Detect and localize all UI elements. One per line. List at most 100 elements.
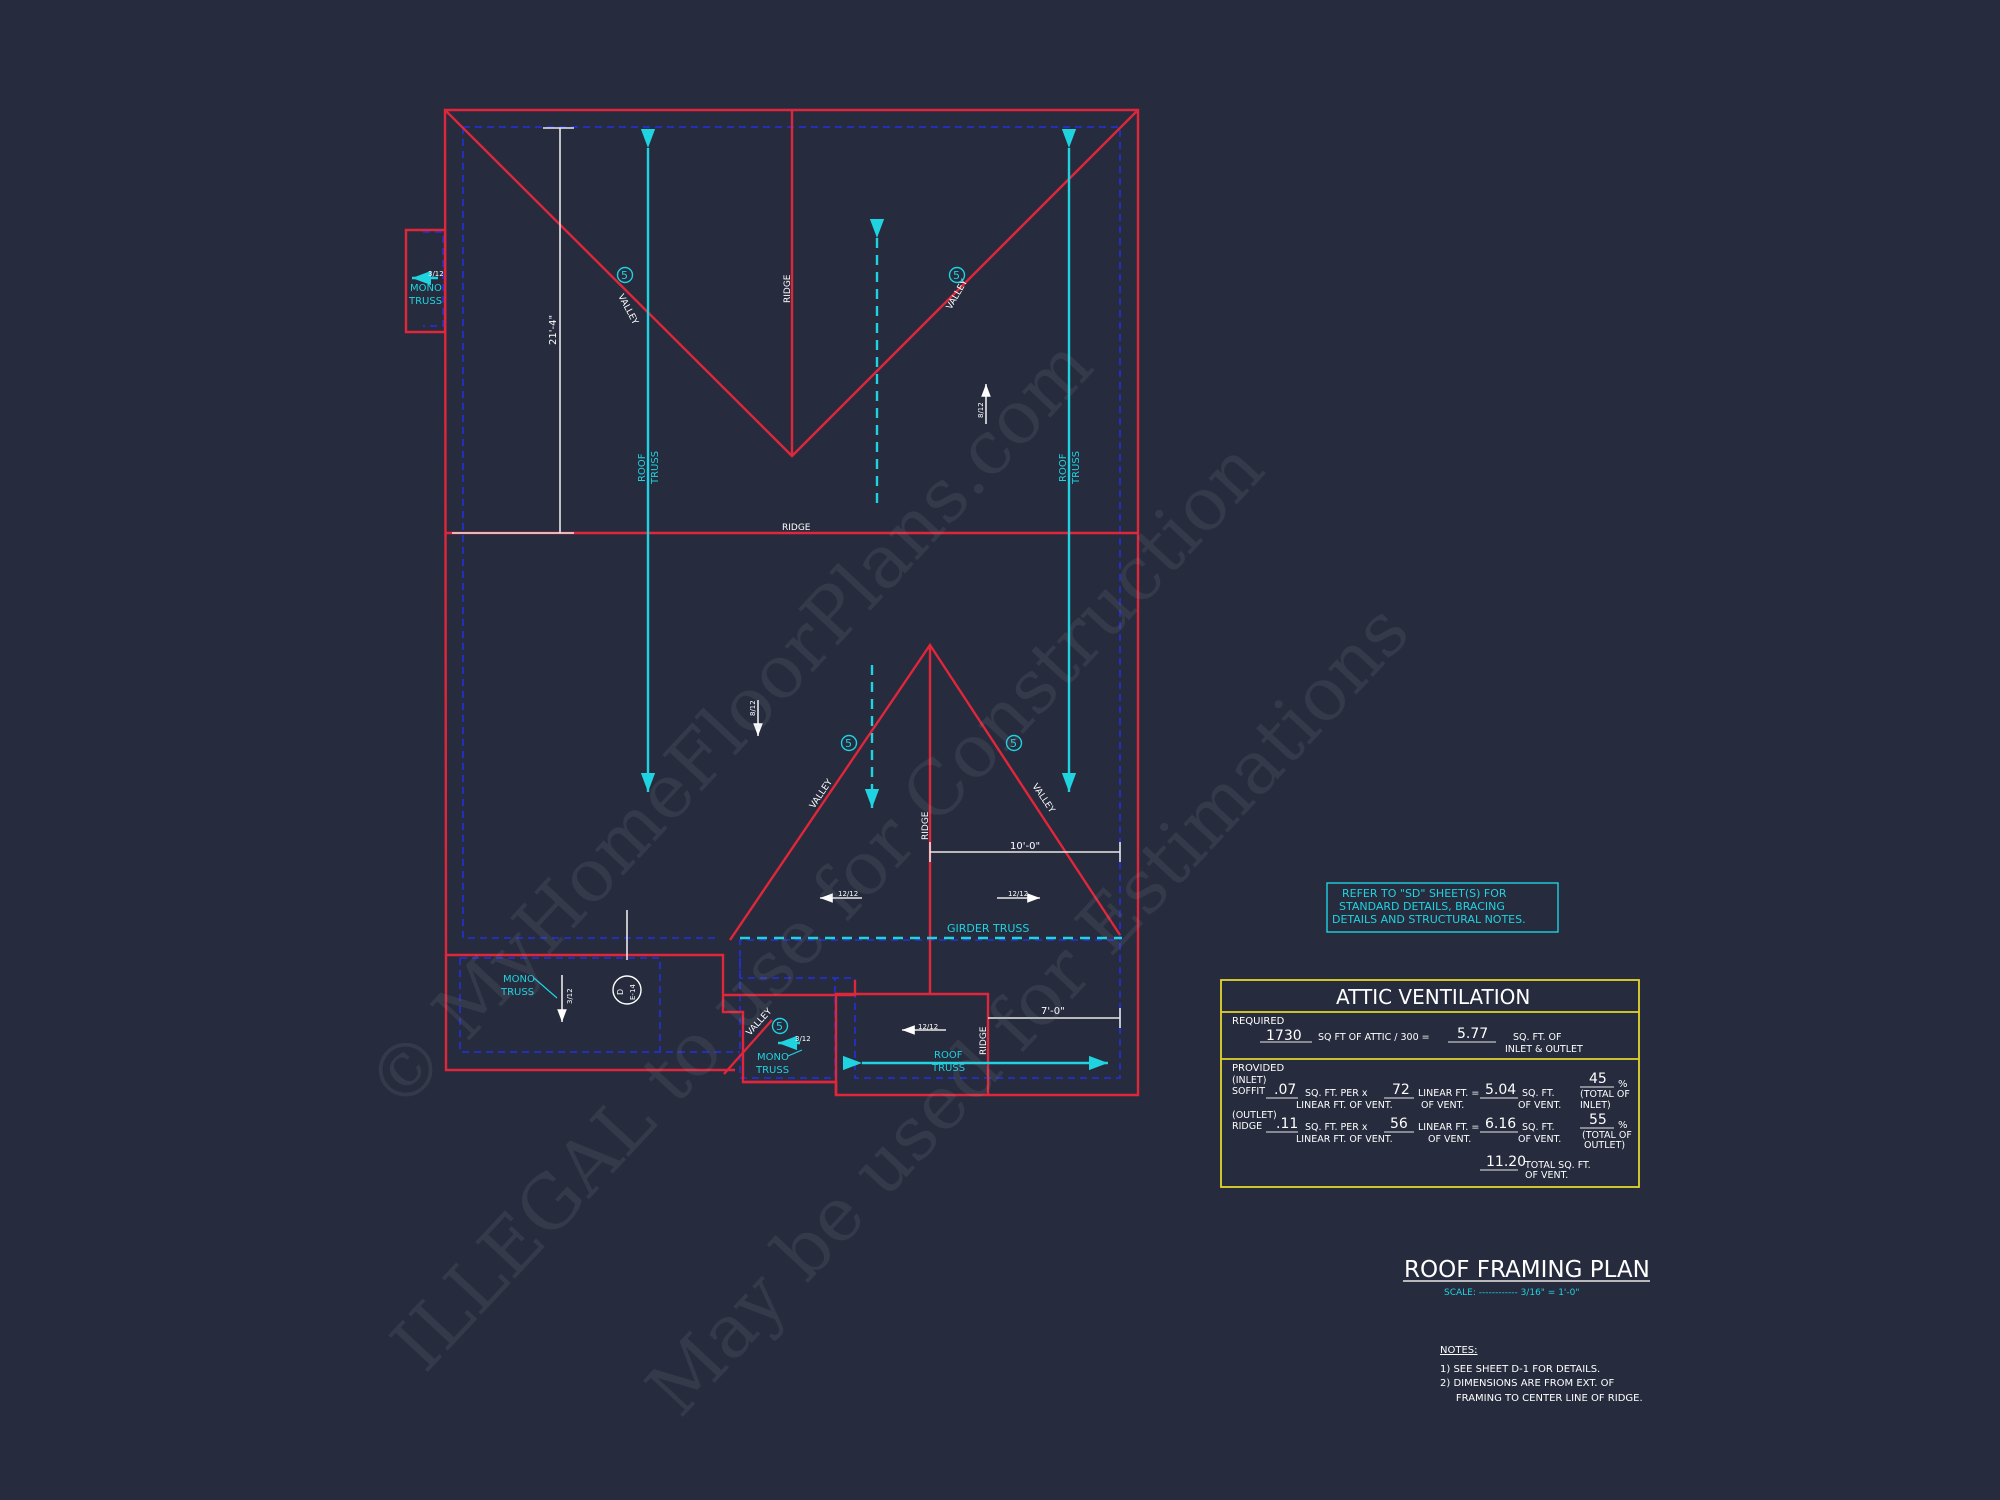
mono-truss-label: MONO — [757, 1052, 789, 1063]
roof-truss-label: ROOF — [637, 453, 648, 482]
section-sheet: E-14 — [629, 984, 637, 1000]
outlet-lf-text: LINEAR FT. = — [1418, 1122, 1479, 1133]
pitch-label: 8/12 — [749, 700, 757, 716]
detail-circle-marker — [1005, 734, 1023, 752]
outlet-percent-sign: % — [1618, 1120, 1628, 1131]
provided-label: PROVIDED — [1232, 1063, 1284, 1074]
ridge-label: RIDGE — [783, 274, 793, 303]
note-item: 2) DIMENSIONS ARE FROM EXT. OF — [1440, 1378, 1615, 1389]
notes-block: NOTES: 1) SEE SHEET D-1 FOR DETAILS. 2) … — [1440, 1345, 1643, 1404]
note-item: 1) SEE SHEET D-1 FOR DETAILS. — [1440, 1364, 1600, 1375]
required-unit: INLET & OUTLET — [1505, 1044, 1583, 1055]
valley-label: VALLEY — [615, 293, 640, 327]
drawing-scale: SCALE: ------------ 3/16" = 1'-0" — [1444, 1288, 1580, 1298]
pitch-label: 12/12 — [1008, 890, 1028, 898]
outlet-percent-text: OUTLET) — [1584, 1140, 1625, 1151]
inlet-label: SOFFIT — [1232, 1086, 1265, 1097]
attic-sqft-value: 1730 — [1266, 1028, 1302, 1044]
inlet-result-text: OF VENT. — [1518, 1100, 1561, 1111]
ridge-label: RIDGE — [782, 523, 811, 533]
truss-direction-arrows — [412, 128, 1122, 1071]
roof-truss-label: ROOF — [934, 1050, 963, 1061]
refer-note-box: REFER TO "SD" SHEET(S) FOR STANDARD DETA… — [1326, 882, 1559, 933]
inlet-per-text: LINEAR FT. OF VENT. — [1296, 1100, 1393, 1111]
outlet-lf-value: 56 — [1390, 1116, 1408, 1132]
inlet-result-text: SQ. FT. — [1522, 1088, 1555, 1099]
total-text: TOTAL SQ. FT. — [1524, 1160, 1591, 1171]
valley-label: VALLEY — [1030, 782, 1057, 815]
ridge-label: RIDGE — [979, 1026, 989, 1055]
attic-ventilation-table: ATTIC VENTILATION REQUIRED 1730 SQ FT OF… — [1220, 979, 1640, 1188]
outlet-percent-text: (TOTAL OF — [1582, 1130, 1632, 1141]
detail-number: 5 — [1010, 737, 1017, 750]
total-value: 11.20 — [1486, 1154, 1526, 1170]
roof-truss-label: ROOF — [1058, 453, 1069, 482]
roof-outline — [404, 108, 1140, 1097]
attic-ventilation-title: ATTIC VENTILATION — [1336, 985, 1530, 1009]
detail-number: 5 — [621, 269, 628, 282]
detail-number: 5 — [845, 737, 852, 750]
note-line: STANDARD DETAILS, BRACING — [1339, 900, 1505, 913]
detail-markers: 5 5 5 5 5 — [616, 266, 1023, 1035]
title-block: ROOF FRAMING PLAN SCALE: ------------ 3/… — [1403, 1257, 1650, 1298]
inlet-percent-text: (TOTAL OF — [1580, 1089, 1630, 1100]
note-item: FRAMING TO CENTER LINE OF RIDGE. — [1440, 1393, 1643, 1404]
dimension-21-4: 21'-4" — [548, 315, 559, 345]
required-label: REQUIRED — [1232, 1016, 1285, 1027]
note-line: REFER TO "SD" SHEET(S) FOR — [1342, 887, 1507, 900]
detail-number: 5 — [953, 269, 960, 282]
detail-circle-marker — [616, 266, 634, 284]
girder-truss-label: GIRDER TRUSS — [947, 922, 1029, 935]
left-bump-out — [404, 228, 447, 334]
inlet-percent: 45 — [1589, 1071, 1607, 1087]
notes-heading: NOTES: — [1440, 1345, 1478, 1356]
watermark: © MyHomeFloorPlans.com ILLEGAL to use fo… — [350, 322, 1426, 1432]
inlet-percent-sign: % — [1618, 1079, 1628, 1090]
outlet-per-value: .11 — [1276, 1116, 1298, 1132]
mono-truss-label: MONO — [503, 974, 535, 985]
pitch-label: 3/12 — [795, 1035, 811, 1043]
drawing-title: ROOF FRAMING PLAN — [1404, 1257, 1650, 1283]
outlet-label: RIDGE — [1232, 1121, 1262, 1132]
outlet-result-text: SQ. FT. — [1522, 1122, 1555, 1133]
dimension-10-0: 10'-0" — [1010, 841, 1040, 852]
mono-truss-label: TRUSS — [408, 296, 442, 307]
note-line: DETAILS AND STRUCTURAL NOTES. — [1332, 913, 1526, 926]
outlet-per-text: SQ. FT. PER x — [1305, 1122, 1368, 1133]
mono-truss-label: MONO — [410, 283, 442, 294]
inlet-lf-text: OF VENT. — [1421, 1100, 1464, 1111]
total-text: OF VENT. — [1525, 1170, 1568, 1181]
inlet-lf-text: LINEAR FT. = — [1418, 1088, 1479, 1099]
inlet-per-text: SQ. FT. PER x — [1305, 1088, 1368, 1099]
truss-labels: ROOF TRUSS ROOF TRUSS ROOF TRUSS MONO TR… — [408, 283, 1082, 1076]
outlet-per-text: LINEAR FT. OF VENT. — [1296, 1134, 1393, 1145]
inlet-percent-text: INLET) — [1580, 1100, 1611, 1111]
inlet-result: 5.04 — [1485, 1082, 1516, 1098]
mono-truss-label: TRUSS — [500, 987, 534, 998]
inlet-lf-value: 72 — [1392, 1082, 1410, 1098]
detail-circle-marker — [771, 1017, 789, 1035]
outlet-result-text: OF VENT. — [1518, 1134, 1561, 1145]
dimension-7-0: 7'-0" — [1041, 1006, 1065, 1017]
required-result: 5.77 — [1457, 1026, 1488, 1042]
pitch-label: 3/12 — [428, 270, 444, 278]
required-unit: SQ. FT. OF — [1513, 1032, 1562, 1043]
outlet-label: (OUTLET) — [1232, 1110, 1277, 1121]
roof-truss-label: TRUSS — [1071, 451, 1082, 485]
pitch-arrows — [557, 384, 1040, 1035]
outlet-percent: 55 — [1589, 1112, 1607, 1128]
required-formula: SQ FT OF ATTIC / 300 = — [1318, 1032, 1430, 1043]
detail-number: 5 — [776, 1020, 783, 1033]
mono-truss-label: TRUSS — [755, 1065, 789, 1076]
pitch-label: 12/12 — [838, 890, 858, 898]
inlet-label: (INLET) — [1232, 1075, 1266, 1086]
outlet-result: 6.16 — [1485, 1116, 1516, 1132]
detail-circle-marker — [840, 734, 858, 752]
roof-truss-label: TRUSS — [931, 1063, 965, 1074]
detail-circle-marker — [948, 266, 966, 284]
pitch-label: 3/12 — [566, 988, 574, 1004]
pitch-label: 12/12 — [918, 1023, 938, 1031]
outlet-lf-text: OF VENT. — [1428, 1134, 1471, 1145]
pitch-labels: 3/12 8/12 8/12 12/12 12/12 12/12 3/12 3/… — [428, 270, 1028, 1043]
